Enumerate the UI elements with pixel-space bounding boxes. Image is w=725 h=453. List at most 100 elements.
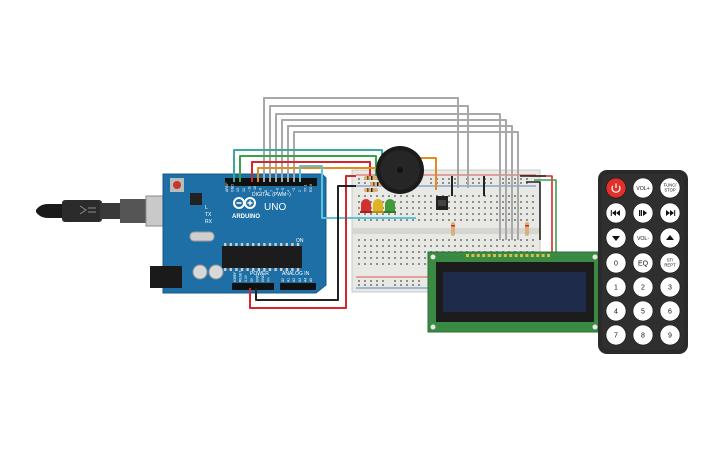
lcd-16x2[interactable] [427,251,601,333]
analog-pin-label: A0 [281,278,285,282]
remote-button-3[interactable]: 3 [659,276,681,298]
reset-button-cap[interactable] [173,181,181,189]
digital-pin-label: ~6 [275,188,279,192]
arduino-uno-board[interactable]: L TX RX ON ARDUINO UNO DIGITAL (PWM~) PO… [150,173,327,294]
analog-pin-label: A2 [292,278,296,282]
analog-pin-label: A5 [309,278,313,282]
digital-pin-label: ~9 [259,188,263,192]
usb-chip [190,193,202,205]
digital-pin-label: ~5 [281,188,285,192]
digital-pin-label: ~3 [292,188,296,192]
usb-cable [36,195,171,227]
remote-button-func-stop[interactable]: FUNC/STOP [659,177,681,199]
remote-button-9[interactable]: 9 [659,324,681,346]
remote-button-6[interactable]: 6 [659,300,681,322]
digital-header-label: DIGITAL (PWM~) [252,192,291,198]
resistor[interactable] [364,176,378,180]
remote-button-rewind[interactable] [605,202,627,224]
remote-button-0[interactable]: 0 [605,252,627,274]
remote-button-7[interactable]: 7 [605,324,627,346]
analog-pin-label: A3 [298,278,302,282]
digital-pin-label: TX 1 [303,184,307,192]
remote-button-fast-forward[interactable] [659,202,681,224]
wire-gray [275,113,501,240]
wire-red-power [249,175,356,309]
rewind-icon [610,210,620,216]
led-tx-label: TX [205,212,212,218]
arduino-logo [233,197,256,209]
remote-button-1[interactable]: 1 [605,276,627,298]
digital-pin-label: 12 [242,188,246,192]
power-header[interactable] [232,283,274,290]
digital-pin-label: ~11 [247,186,251,192]
remote-button-label: 2 [641,285,645,292]
remote-button-label: 0 [614,261,618,268]
remote-button-vol-up[interactable]: VOL+ [632,177,654,199]
wire-red [251,161,371,182]
resistors [364,176,529,236]
crystal [189,231,215,242]
remote-button-label: 3 [668,285,672,292]
led-green[interactable] [384,199,396,213]
power-pin-label: GND [261,274,265,282]
remote-button-down[interactable] [605,227,627,249]
power-pin-label: Vin [267,277,271,282]
chip-pins [224,243,300,271]
up-icon [666,235,674,240]
remote-button-label: FUNC/ [664,183,678,188]
resistor[interactable] [364,188,378,192]
digital-pin-label: RX 0 [309,184,313,192]
led-rx-label: RX [205,219,213,225]
remote-button-up[interactable] [659,227,681,249]
wire-gray [287,125,513,240]
analog-header-label: ANALOG IN [282,271,310,277]
wire-gray [263,97,459,188]
remote-button-5[interactable]: 5 [632,300,654,322]
capacitor [208,264,224,280]
remote-button-label: 4 [614,309,618,316]
wire-black [526,181,541,240]
model-label: UNO [264,202,286,213]
analog-header[interactable] [280,283,316,290]
wire-cyan [299,165,416,219]
remote-button-label: VOL+ [636,186,649,192]
power-icon [611,183,621,193]
power-pin-label: 3.3V [244,274,248,282]
leds [360,199,396,213]
digital-pin-label: 8 [264,190,268,192]
brand-label: ARDUINO [232,214,260,220]
digital-pin-label: GND [231,184,235,192]
led-l-label: L [205,205,208,211]
remote-button-8[interactable]: 8 [632,324,654,346]
resistor[interactable] [525,222,529,236]
lcd-pins [466,254,550,257]
push-button[interactable] [436,196,448,210]
remote-button-2[interactable]: 2 [632,276,654,298]
remote-button-label: ST/ [667,258,674,263]
analog-pin-label: A4 [303,278,307,282]
capacitor [192,264,208,280]
remote-button-play-pause[interactable] [632,202,654,224]
remote-button-st-rept[interactable]: ST/REPT [659,252,681,274]
remote-button-power[interactable] [605,177,627,199]
remote-button-vol-down[interactable]: VOL- [632,227,654,249]
remote-button-4[interactable]: 4 [605,300,627,322]
play-pause-icon [639,210,647,216]
resistor[interactable] [451,222,455,236]
remote-button-label: 1 [614,285,618,292]
remote-button-eq[interactable]: EQ [632,252,654,274]
led-red[interactable] [360,199,372,213]
wires [233,97,596,327]
analog-pin-label: A1 [287,278,291,282]
wire-gray [269,105,469,188]
piezo-buzzer[interactable] [376,146,424,194]
power-jack [150,266,182,288]
led-yellow[interactable] [372,199,384,213]
remote-button-label: 9 [668,333,672,340]
